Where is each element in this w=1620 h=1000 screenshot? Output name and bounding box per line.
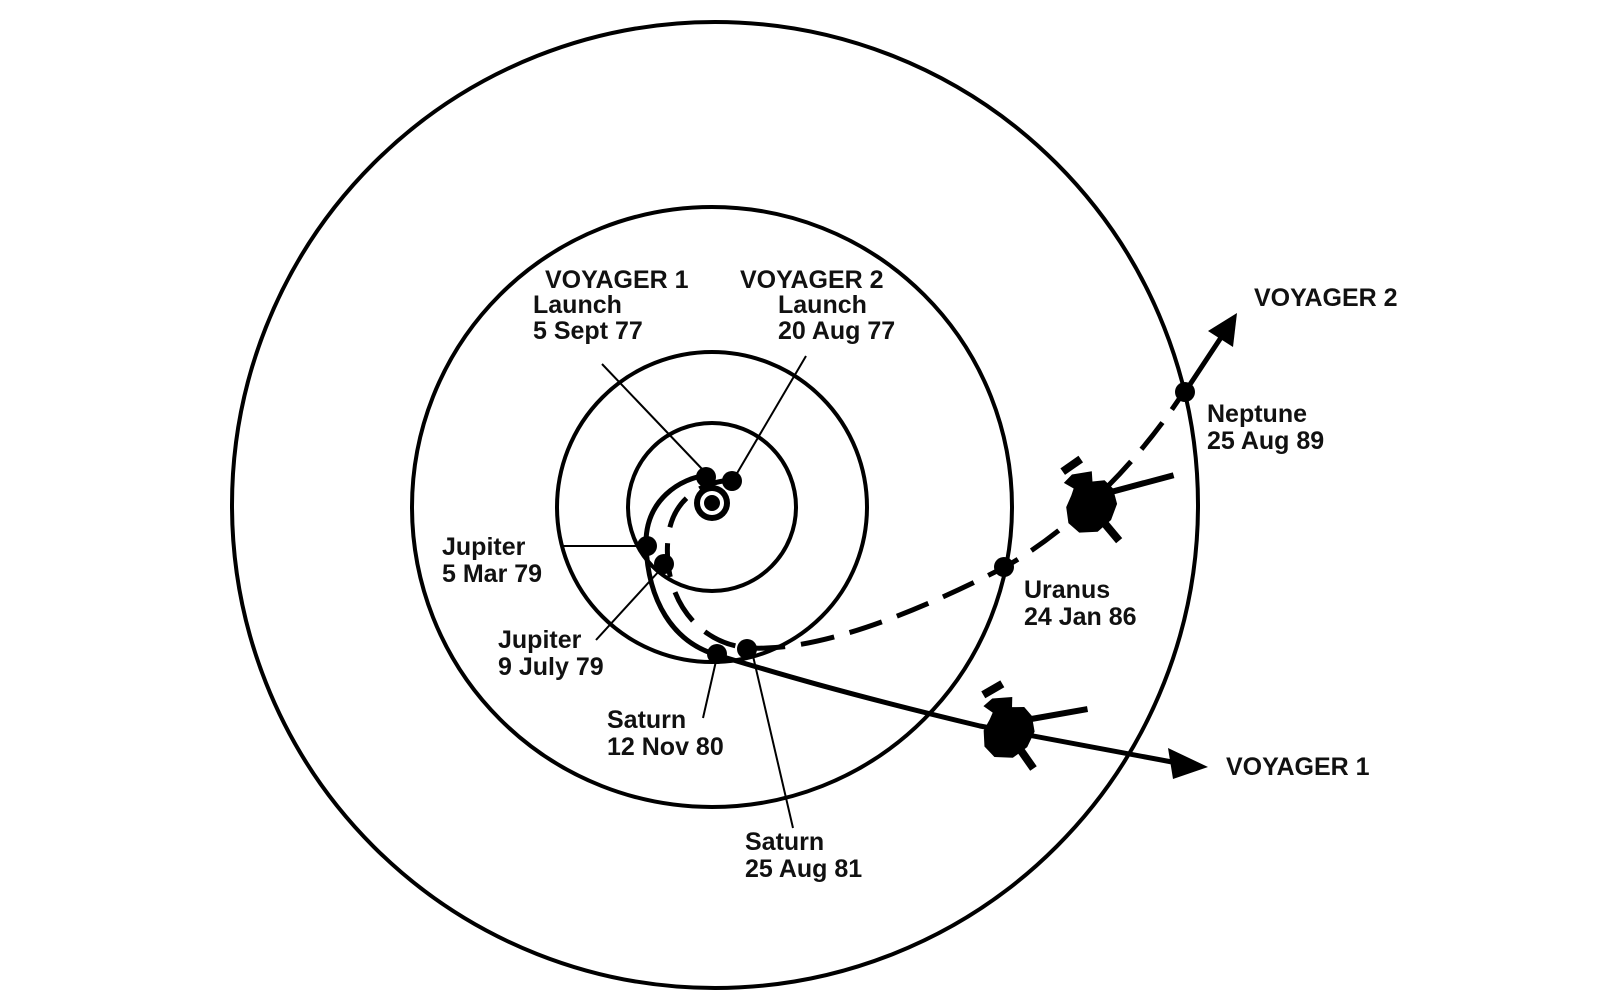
voyager1-jupiter-label: Jupiter 5 Mar 79 bbox=[442, 533, 542, 588]
encounter-points bbox=[637, 382, 1195, 664]
voyager2-jupiter-planet: Jupiter bbox=[498, 626, 582, 654]
sun-core bbox=[704, 495, 720, 511]
orbits bbox=[230, 20, 1200, 990]
voyager2-jupiter-date: 9 July 79 bbox=[498, 653, 604, 681]
uranus-orbit bbox=[410, 205, 1014, 809]
voyager2-launch-date: 20 Aug 77 bbox=[778, 317, 895, 345]
voyager1-saturn-node bbox=[707, 644, 727, 664]
voyager2-jupiter-label: Jupiter 9 July 79 bbox=[498, 626, 604, 681]
voyager2-uranus-label: Uranus 24 Jan 86 bbox=[1024, 576, 1137, 631]
voyager1-saturn-planet: Saturn bbox=[607, 706, 686, 734]
voyager1-jupiter-planet: Jupiter bbox=[442, 533, 526, 561]
voyager2-end-label: VOYAGER 2 bbox=[1254, 284, 1398, 312]
saturn-v2-leader bbox=[752, 655, 794, 829]
voyager2-saturn-date: 25 Aug 81 bbox=[745, 855, 862, 883]
voyager2-arrowhead bbox=[1208, 313, 1237, 347]
voyager2-jupiter-node bbox=[654, 554, 674, 574]
saturn-v1-leader bbox=[702, 660, 717, 719]
voyager2-name: VOYAGER 2 bbox=[740, 266, 884, 294]
voyager1-arrowhead bbox=[1168, 748, 1208, 779]
voyager2-neptune-date: 25 Aug 89 bbox=[1207, 427, 1324, 455]
voyager2-launch-label: VOYAGER 2 Launch 20 Aug 77 bbox=[740, 266, 895, 345]
voyager1-trajectory bbox=[643, 472, 1175, 765]
neptune-orbit bbox=[230, 20, 1200, 990]
voyager2-uranus-planet: Uranus bbox=[1024, 576, 1110, 604]
voyager2-launch-text: Launch bbox=[778, 291, 867, 319]
leader-lines bbox=[563, 355, 807, 829]
spacecraft-icon bbox=[981, 680, 1089, 771]
voyager2-launch-node bbox=[722, 471, 742, 491]
voyager1-jupiter-node bbox=[637, 536, 657, 556]
voyager1-name: VOYAGER 1 bbox=[545, 266, 689, 294]
voyager1-saturn-date: 12 Nov 80 bbox=[607, 733, 724, 761]
voyager1-launch-date: 5 Sept 77 bbox=[533, 317, 643, 345]
sun bbox=[694, 485, 730, 521]
voyager1-saturn-label: Saturn 12 Nov 80 bbox=[607, 706, 724, 761]
voyager2-saturn-planet: Saturn bbox=[745, 828, 824, 856]
jupiter-orbit bbox=[626, 421, 798, 593]
voyager1-jupiter-date: 5 Mar 79 bbox=[442, 560, 542, 588]
voyager1-end-label: VOYAGER 1 bbox=[1226, 753, 1370, 781]
voyager1-launch-label: VOYAGER 1 Launch 5 Sept 77 bbox=[533, 266, 689, 345]
voyager2-saturn-label: Saturn 25 Aug 81 bbox=[745, 828, 862, 883]
voyager1-launch-leader bbox=[601, 363, 704, 471]
voyager2-final-leg bbox=[1182, 333, 1225, 395]
spacecraft-icon bbox=[1060, 455, 1175, 544]
voyager2-neptune-node bbox=[1175, 382, 1195, 402]
voyager2-launch-leader bbox=[735, 355, 807, 476]
voyager2-saturn-node bbox=[737, 639, 757, 659]
voyager1-launch-node bbox=[696, 467, 716, 487]
voyager1-launch-text: Launch bbox=[533, 291, 622, 319]
voyager2-neptune-label: Neptune 25 Aug 89 bbox=[1207, 400, 1324, 455]
voyager2-neptune-planet: Neptune bbox=[1207, 400, 1307, 428]
jupiter-v2-leader bbox=[595, 569, 661, 641]
voyager2-uranus-date: 24 Jan 86 bbox=[1024, 603, 1137, 631]
voyager2-uranus-node bbox=[994, 557, 1014, 577]
